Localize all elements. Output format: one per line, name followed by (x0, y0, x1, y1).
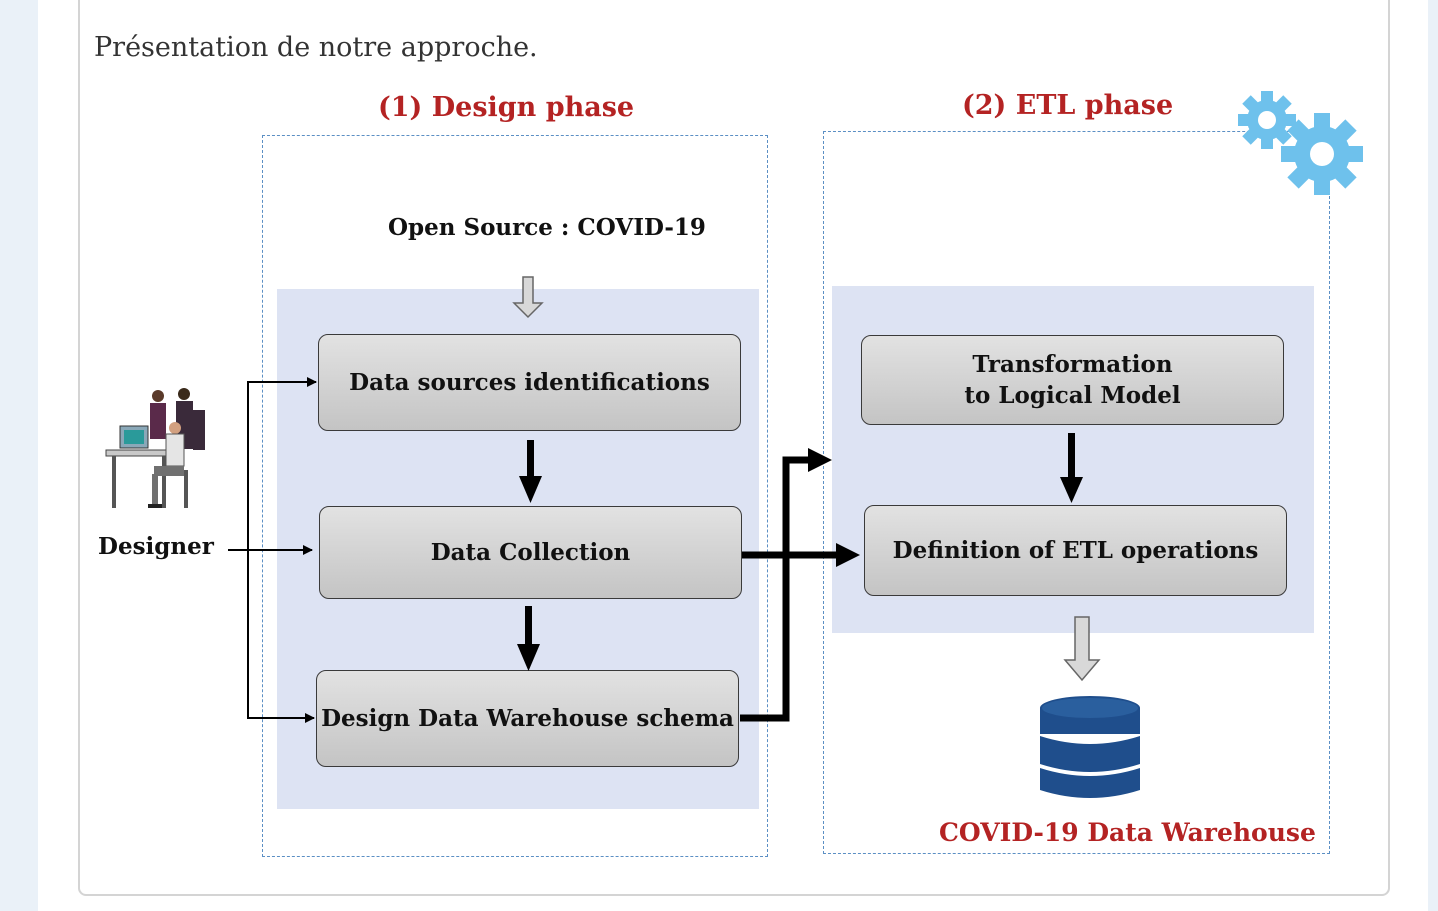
etl-to-dw-arrow (1063, 616, 1101, 682)
design-phase-frame (262, 135, 768, 857)
step-data-sources-identifications: Data sources identifications (318, 334, 741, 431)
arrow-identify-to-collect (519, 440, 542, 503)
etl-phase-frame (823, 131, 1330, 854)
figure-caption: Présentation de notre approche. (94, 32, 538, 63)
data-warehouse-label: COVID-19 Data Warehouse (939, 818, 1316, 847)
etl-phase-title: (2) ETL phase (962, 90, 1174, 121)
step-transformation-logical-model: Transformation to Logical Model (861, 335, 1284, 425)
database-icon (1040, 696, 1140, 798)
design-to-etl-connectors (740, 448, 860, 722)
gears-icon (1238, 91, 1363, 195)
design-phase-title: (1) Design phase (378, 92, 635, 123)
step-etl-operations: Definition of ETL operations (864, 505, 1287, 596)
step-data-collection: Data Collection (319, 506, 742, 599)
source-down-arrow (512, 276, 544, 319)
designer-people-icon (105, 388, 205, 508)
open-source-label: Open Source : COVID-19 (388, 214, 706, 241)
arrow-transform-to-etl (1060, 433, 1083, 503)
designer-connectors (228, 377, 317, 723)
arrow-collect-to-schema (517, 606, 540, 671)
designer-label: Designer (98, 533, 214, 560)
step-design-dw-schema: Design Data Warehouse schema (316, 670, 739, 767)
